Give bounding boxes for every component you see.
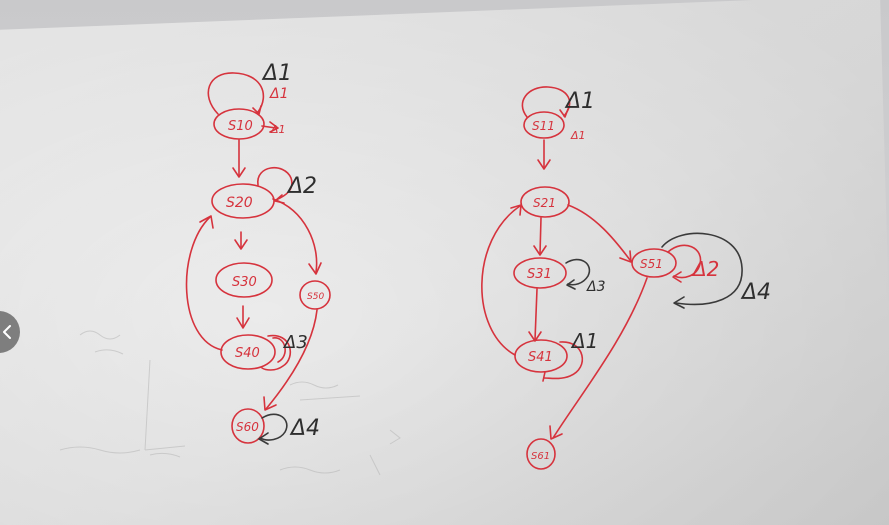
left-state-diagram	[185, 72, 331, 444]
state-label-s50: S50	[307, 292, 324, 302]
state-s60	[231, 408, 265, 444]
delta-label-s20-loop: Δ2	[286, 174, 317, 199]
delta-label-s60-loop: Δ4	[289, 416, 320, 441]
state-s30	[215, 262, 273, 298]
state-s40	[220, 334, 276, 370]
state-label-s20: S20	[226, 195, 253, 211]
state-s50	[299, 280, 331, 310]
state-label-s41: S41	[528, 350, 553, 365]
left-dark-ink	[257, 413, 288, 445]
self-loop-s31	[565, 258, 591, 286]
delta-label-s10-loop: Δ1	[261, 61, 292, 86]
chevron-left-icon	[3, 325, 11, 339]
state-s61	[526, 438, 556, 470]
self-loop-s51-outer	[661, 232, 743, 306]
state-s31	[513, 257, 567, 289]
state-s20	[211, 183, 275, 219]
delta-label-s10-small: Δ1	[269, 86, 288, 102]
state-label-s60: S60	[236, 420, 259, 434]
state-s21	[520, 186, 570, 218]
delta-label-s51-loop: Δ2	[691, 257, 719, 281]
delta-label-s10-side: Δ1	[270, 123, 286, 136]
self-loop-s40	[261, 334, 292, 371]
right-state-diagram	[481, 86, 702, 470]
delta-label-s11-loop: Δ1	[564, 89, 595, 114]
state-label-s11: S11	[532, 119, 555, 133]
state-s41	[514, 339, 568, 373]
state-label-s51: S51	[640, 257, 663, 271]
self-loop-s60	[259, 413, 288, 441]
self-loop-s41	[543, 341, 584, 380]
bleed-through-marks	[59, 330, 401, 476]
delta-label-s41-loop: Δ1	[570, 329, 598, 353]
delta-label-s51-outer: Δ4	[740, 280, 771, 305]
right-dark-ink	[565, 232, 743, 309]
state-label-s21: S21	[533, 196, 556, 210]
state-label-s40: S40	[235, 346, 260, 361]
self-loop-s20	[257, 166, 293, 201]
state-label-s31: S31	[527, 267, 552, 282]
state-s10	[213, 108, 265, 140]
self-loop-s11	[521, 86, 571, 118]
state-label-s10: S10	[228, 119, 253, 134]
delta-label-s40-loop: Δ3	[282, 332, 308, 353]
left-diagram-text: S10 S20 S30 S40 S50 S60 Δ1 Δ1 Δ1 Δ2 Δ3 Δ…	[226, 61, 324, 441]
delta-label-s11-side: Δ1	[570, 129, 586, 142]
state-label-s30: S30	[232, 275, 257, 290]
state-label-s61: S61	[531, 451, 550, 462]
delta-label-s31-loop: Δ3	[586, 279, 605, 295]
right-diagram-text: S11 S21 S31 S41 S51 S61 Δ1 Δ1 Δ3 Δ1 Δ2 Δ…	[527, 89, 771, 462]
state-s11	[523, 111, 565, 139]
self-loop-s10	[207, 72, 265, 115]
previous-image-button[interactable]	[0, 311, 20, 353]
state-s51	[631, 248, 677, 278]
self-loop-s51	[667, 244, 702, 279]
